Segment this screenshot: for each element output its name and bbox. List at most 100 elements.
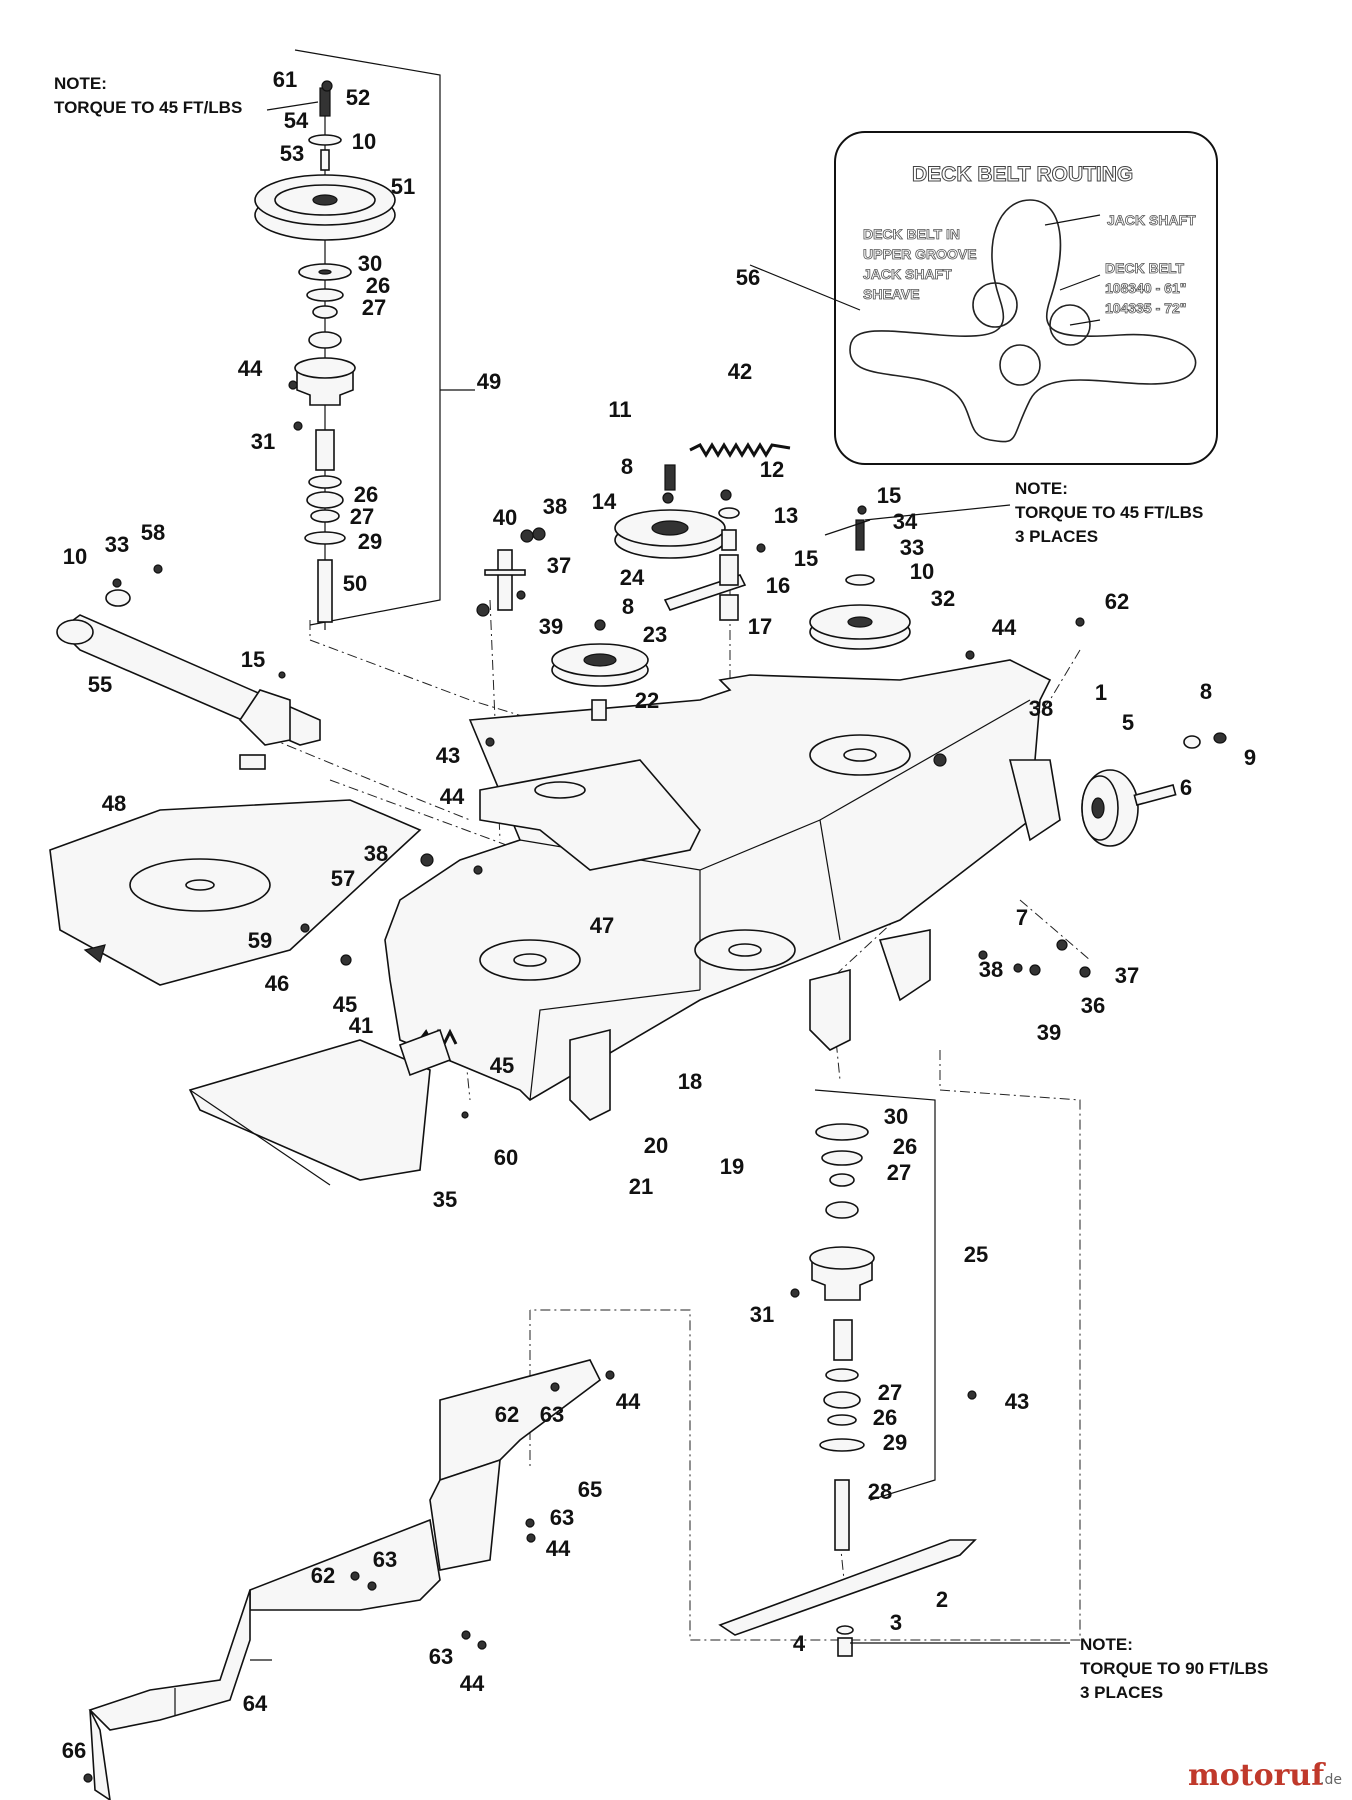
callout-12: 12 [760, 457, 784, 482]
callout-46: 46 [265, 971, 289, 996]
leader-lines [250, 101, 1070, 1661]
callout-19: 19 [720, 1154, 744, 1179]
callout-9: 9 [1244, 745, 1256, 770]
callout-32: 32 [931, 586, 955, 611]
callout-13: 13 [774, 503, 798, 528]
hardware-dots [83, 80, 1091, 1783]
callout-27: 27 [878, 1380, 902, 1405]
callout-15: 15 [794, 546, 818, 571]
callout-40: 40 [493, 505, 517, 530]
callout-27: 27 [362, 295, 386, 320]
callout-43: 43 [1005, 1389, 1029, 1414]
callout-37: 37 [547, 553, 571, 578]
callout-30: 30 [358, 251, 382, 276]
callout-53: 53 [280, 141, 304, 166]
inset-deck-belt-line-1: DECK BELT [1105, 260, 1185, 276]
callout-7: 7 [1016, 905, 1028, 930]
callout-39: 39 [1037, 1020, 1061, 1045]
inset-deck-belt-line-3: 104335 - 72" [1105, 300, 1186, 316]
callout-14: 14 [592, 489, 617, 514]
callout-56: 56 [736, 265, 760, 290]
callout-15: 15 [877, 483, 901, 508]
callout-37: 37 [1115, 963, 1139, 988]
callout-6: 6 [1180, 775, 1192, 800]
inset-left-line-1: DECK BELT IN [863, 226, 960, 242]
callout-49: 49 [477, 369, 501, 394]
callout-4: 4 [793, 1631, 806, 1656]
inset-left-line-2: UPPER GROOVE [863, 246, 977, 262]
note-bottom-right-line-1: NOTE: [1080, 1635, 1133, 1654]
callout-57: 57 [331, 866, 355, 891]
callout-31: 31 [251, 429, 275, 454]
callout-44: 44 [460, 1671, 485, 1696]
callout-36: 36 [1081, 993, 1105, 1018]
callout-8: 8 [1200, 679, 1212, 704]
callout-44: 44 [992, 615, 1017, 640]
callout-44: 44 [616, 1389, 641, 1414]
watermark: motoruf .de [1188, 1758, 1342, 1793]
callout-25: 25 [964, 1242, 988, 1267]
note-bottom-right-line-3: 3 PLACES [1080, 1683, 1163, 1702]
callout-59: 59 [248, 928, 272, 953]
deck-cover [49, 799, 422, 986]
callout-30: 30 [884, 1104, 908, 1129]
callout-63: 63 [373, 1547, 397, 1572]
callout-29: 29 [883, 1430, 907, 1455]
callout-2: 2 [936, 1587, 948, 1612]
callout-63: 63 [550, 1505, 574, 1530]
inset-jack-shaft: JACK SHAFT [1107, 212, 1196, 228]
watermark-tld: .de [1320, 1772, 1342, 1788]
callout-24: 24 [620, 565, 645, 590]
callout-45: 45 [333, 992, 357, 1017]
callout-62: 62 [495, 1402, 519, 1427]
callout-38: 38 [979, 957, 1003, 982]
callout-44: 44 [546, 1536, 571, 1561]
callout-26: 26 [354, 482, 378, 507]
callout-45: 45 [490, 1053, 514, 1078]
belt-routing-inset [834, 131, 1218, 465]
deck-shell [384, 659, 1061, 1121]
callout-34: 34 [893, 509, 918, 534]
left-spindle-assembly [254, 49, 475, 630]
callout-42: 42 [728, 359, 752, 384]
tow-bar [56, 589, 321, 770]
callout-38: 38 [364, 841, 388, 866]
callout-18: 18 [678, 1069, 702, 1094]
idler-assembly [484, 442, 911, 721]
callout-41: 41 [349, 1013, 373, 1038]
discharge-chute [188, 1028, 458, 1186]
callout-43: 43 [436, 743, 460, 768]
callout-3: 3 [890, 1610, 902, 1635]
watermark-brand-text: motoruf [1188, 1758, 1326, 1793]
callout-31: 31 [750, 1302, 774, 1327]
callout-48: 48 [102, 791, 126, 816]
callout-15: 15 [241, 647, 265, 672]
callout-47: 47 [590, 913, 614, 938]
callout-10: 10 [63, 544, 87, 569]
callout-58: 58 [141, 520, 165, 545]
callout-8: 8 [621, 454, 633, 479]
callout-50: 50 [343, 571, 367, 596]
callout-26: 26 [873, 1405, 897, 1430]
note-top-left-line-2: TORQUE TO 45 FT/LBS [54, 98, 242, 117]
callout-65: 65 [578, 1477, 602, 1502]
callout-26: 26 [893, 1134, 917, 1159]
callout-33: 33 [900, 535, 924, 560]
callout-55: 55 [88, 672, 112, 697]
note-right-middle-line-3: 3 PLACES [1015, 527, 1098, 546]
note-right-middle: NOTE: TORQUE TO 45 FT/LBS 3 PLACES [1015, 479, 1203, 546]
callout-63: 63 [429, 1644, 453, 1669]
callout-28: 28 [868, 1479, 892, 1504]
callout-52: 52 [346, 85, 370, 110]
note-right-middle-line-1: NOTE: [1015, 479, 1068, 498]
right-spindle-assembly [718, 1089, 977, 1657]
callout-33: 33 [105, 532, 129, 557]
gauge-wheel [1081, 732, 1227, 847]
callout-38: 38 [543, 494, 567, 519]
callout-39: 39 [539, 614, 563, 639]
callout-21: 21 [629, 1174, 653, 1199]
callout-8: 8 [622, 594, 634, 619]
callout-62: 62 [311, 1563, 335, 1588]
callout-27: 27 [350, 504, 374, 529]
inset-deck-belt-line-2: 108340 - 61" [1105, 280, 1186, 296]
